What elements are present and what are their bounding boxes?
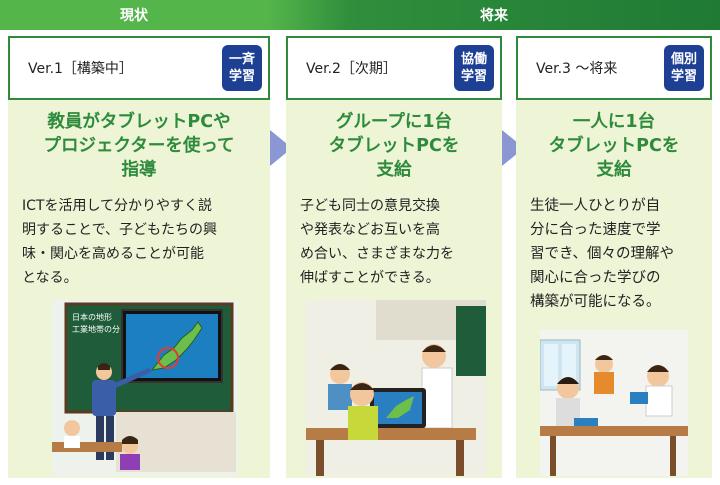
body-line: 関心に合った学びの [530, 270, 661, 286]
panel-title: グループに1台 タブレットPCを 支給 [286, 110, 502, 182]
body-line: 味・関心を高めることが可能 [22, 246, 204, 262]
group-tablet-illustration [306, 300, 486, 476]
panel-description: 子ども同士の意見交換 や発表などお互いを高 め合い、さまざまな力を 伸ばすことが… [300, 194, 492, 290]
version-label: Ver.3 〜将来 [536, 61, 618, 77]
individual-tablet-illustration [540, 330, 688, 476]
panel-ver2: Ver.2［次期］ 協働 学習 グループに1台 タブレットPCを 支給 子ども同… [286, 36, 502, 478]
body-line: となる。 [22, 270, 78, 286]
title-line: プロジェクターを使って [43, 136, 235, 156]
body-line: 明することで、子どもたちの興 [22, 222, 218, 238]
teacher-projector-illustration: 日本の地形 工業地帯の分 [52, 300, 238, 476]
body-line: 習でき、個々の理解や [530, 246, 674, 262]
panel-header: Ver.1［構築中］ 一斉 学習 [8, 36, 270, 100]
body-line: 構築が可能になる。 [530, 294, 661, 310]
title-line: タブレットPCを [328, 136, 460, 156]
body-line: 生徒一人ひとりが自 [530, 198, 661, 214]
version-label: Ver.2［次期］ [306, 61, 397, 77]
title-line: 教員がタブレットPCや [47, 112, 231, 132]
learning-type-badge: 一斉 学習 [222, 45, 262, 91]
body-line: や発表などお互いを高 [300, 222, 440, 238]
body-line: 分に合った速度で学 [530, 222, 661, 238]
title-line: 一人に1台 [572, 112, 656, 132]
banner-future: 将来 [268, 0, 720, 30]
panel-description: 生徒一人ひとりが自 分に合った速度で学 習でき、個々の理解や 関心に合った学びの… [530, 194, 702, 314]
panel-description: ICTを活用して分かりやすく説 明することで、子どもたちの興 味・関心を高めるこ… [22, 194, 260, 290]
title-line: 支給 [596, 160, 632, 180]
panel-title: 教員がタブレットPCや プロジェクターを使って 指導 [8, 110, 270, 182]
body-line: め合い、さまざまな力を [300, 246, 454, 262]
body-line: ICTを活用して分かりやすく説 [22, 198, 213, 214]
badge-line-2: 学習 [670, 69, 697, 84]
banner-current: 現状 [0, 0, 268, 30]
title-line: グループに1台 [335, 112, 453, 132]
panel-ver3: Ver.3 〜将来 個別 学習 一人に1台 タブレットPCを 支給 生徒一人ひと… [516, 36, 712, 478]
badge-line-2: 学習 [228, 69, 255, 84]
board-text-2: 工業地帯の分 [72, 324, 120, 334]
panel-ver1: Ver.1［構築中］ 一斉 学習 教員がタブレットPCや プロジェクターを使って… [8, 36, 270, 478]
badge-line-2: 学習 [460, 69, 487, 84]
panel-header: Ver.3 〜将来 個別 学習 [516, 36, 712, 100]
version-label: Ver.1［構築中］ [28, 61, 133, 77]
learning-type-badge: 協働 学習 [454, 45, 494, 91]
panel-header: Ver.2［次期］ 協働 学習 [286, 36, 502, 100]
panel-title: 一人に1台 タブレットPCを 支給 [516, 110, 712, 182]
board-text-1: 日本の地形 [72, 312, 112, 322]
badge-line-1: 一斉 [228, 52, 255, 67]
badge-line-1: 協働 [460, 52, 487, 67]
learning-type-badge: 個別 学習 [664, 45, 704, 91]
title-line: 指導 [121, 160, 157, 180]
title-line: 支給 [376, 160, 412, 180]
badge-line-1: 個別 [670, 52, 697, 67]
body-line: 子ども同士の意見交換 [300, 198, 440, 214]
banner-future-label: 将来 [480, 8, 508, 24]
banner-current-label: 現状 [120, 8, 148, 24]
body-line: 伸ばすことができる。 [300, 270, 440, 286]
title-line: タブレットPCを [548, 136, 680, 156]
